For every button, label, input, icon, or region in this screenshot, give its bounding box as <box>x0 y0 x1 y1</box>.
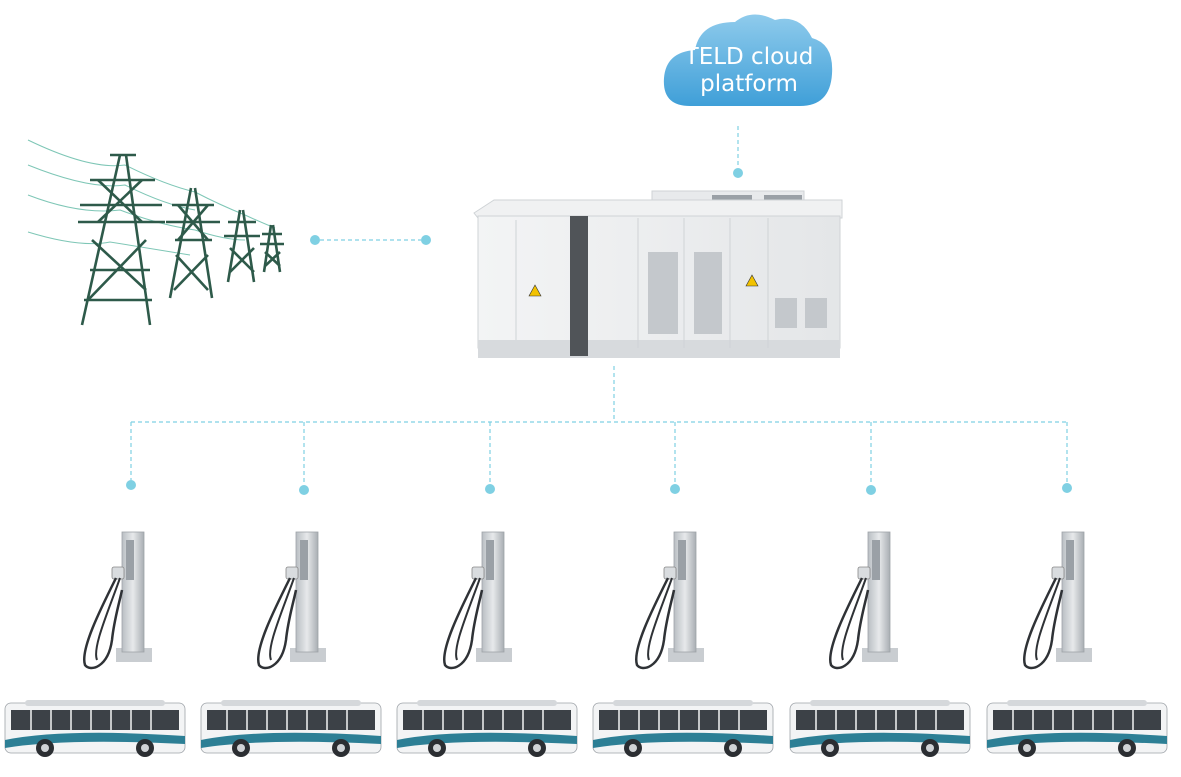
charger-row <box>82 531 1092 670</box>
electric-bus-icon <box>200 700 382 757</box>
power-lines-icon <box>27 139 276 256</box>
cloud-connector <box>733 126 743 178</box>
cloud-label-line2: platform <box>700 71 798 97</box>
distribution-connector <box>131 366 1067 423</box>
cloud-label-line1: TELD cloud <box>684 44 814 70</box>
electric-bus-icon <box>986 700 1168 757</box>
grid-connector <box>310 235 431 245</box>
charging-pile-icon <box>442 531 512 670</box>
charger-branch <box>485 422 495 494</box>
charging-pile-icon <box>82 531 152 670</box>
electric-bus-icon <box>789 700 971 757</box>
charger-branch <box>670 422 680 494</box>
electric-bus-icon <box>592 700 774 757</box>
electric-bus-icon <box>4 700 186 757</box>
box-substation-icon <box>473 190 843 358</box>
power-pylon-icon <box>78 153 284 326</box>
charger-branches <box>126 422 1072 495</box>
charger-branch <box>866 422 876 495</box>
charging-pile-icon <box>256 531 326 670</box>
charging-pile-icon <box>1022 531 1092 670</box>
cloud-label: TELD cloud platform <box>664 44 834 98</box>
bus-row <box>4 700 1168 757</box>
charger-branch <box>299 422 309 495</box>
cloud-icon <box>663 14 833 106</box>
charger-branch <box>126 422 136 490</box>
charging-pile-icon <box>828 531 898 670</box>
electric-bus-icon <box>396 700 578 757</box>
charger-branch <box>1062 422 1072 493</box>
charging-pile-icon <box>634 531 704 670</box>
